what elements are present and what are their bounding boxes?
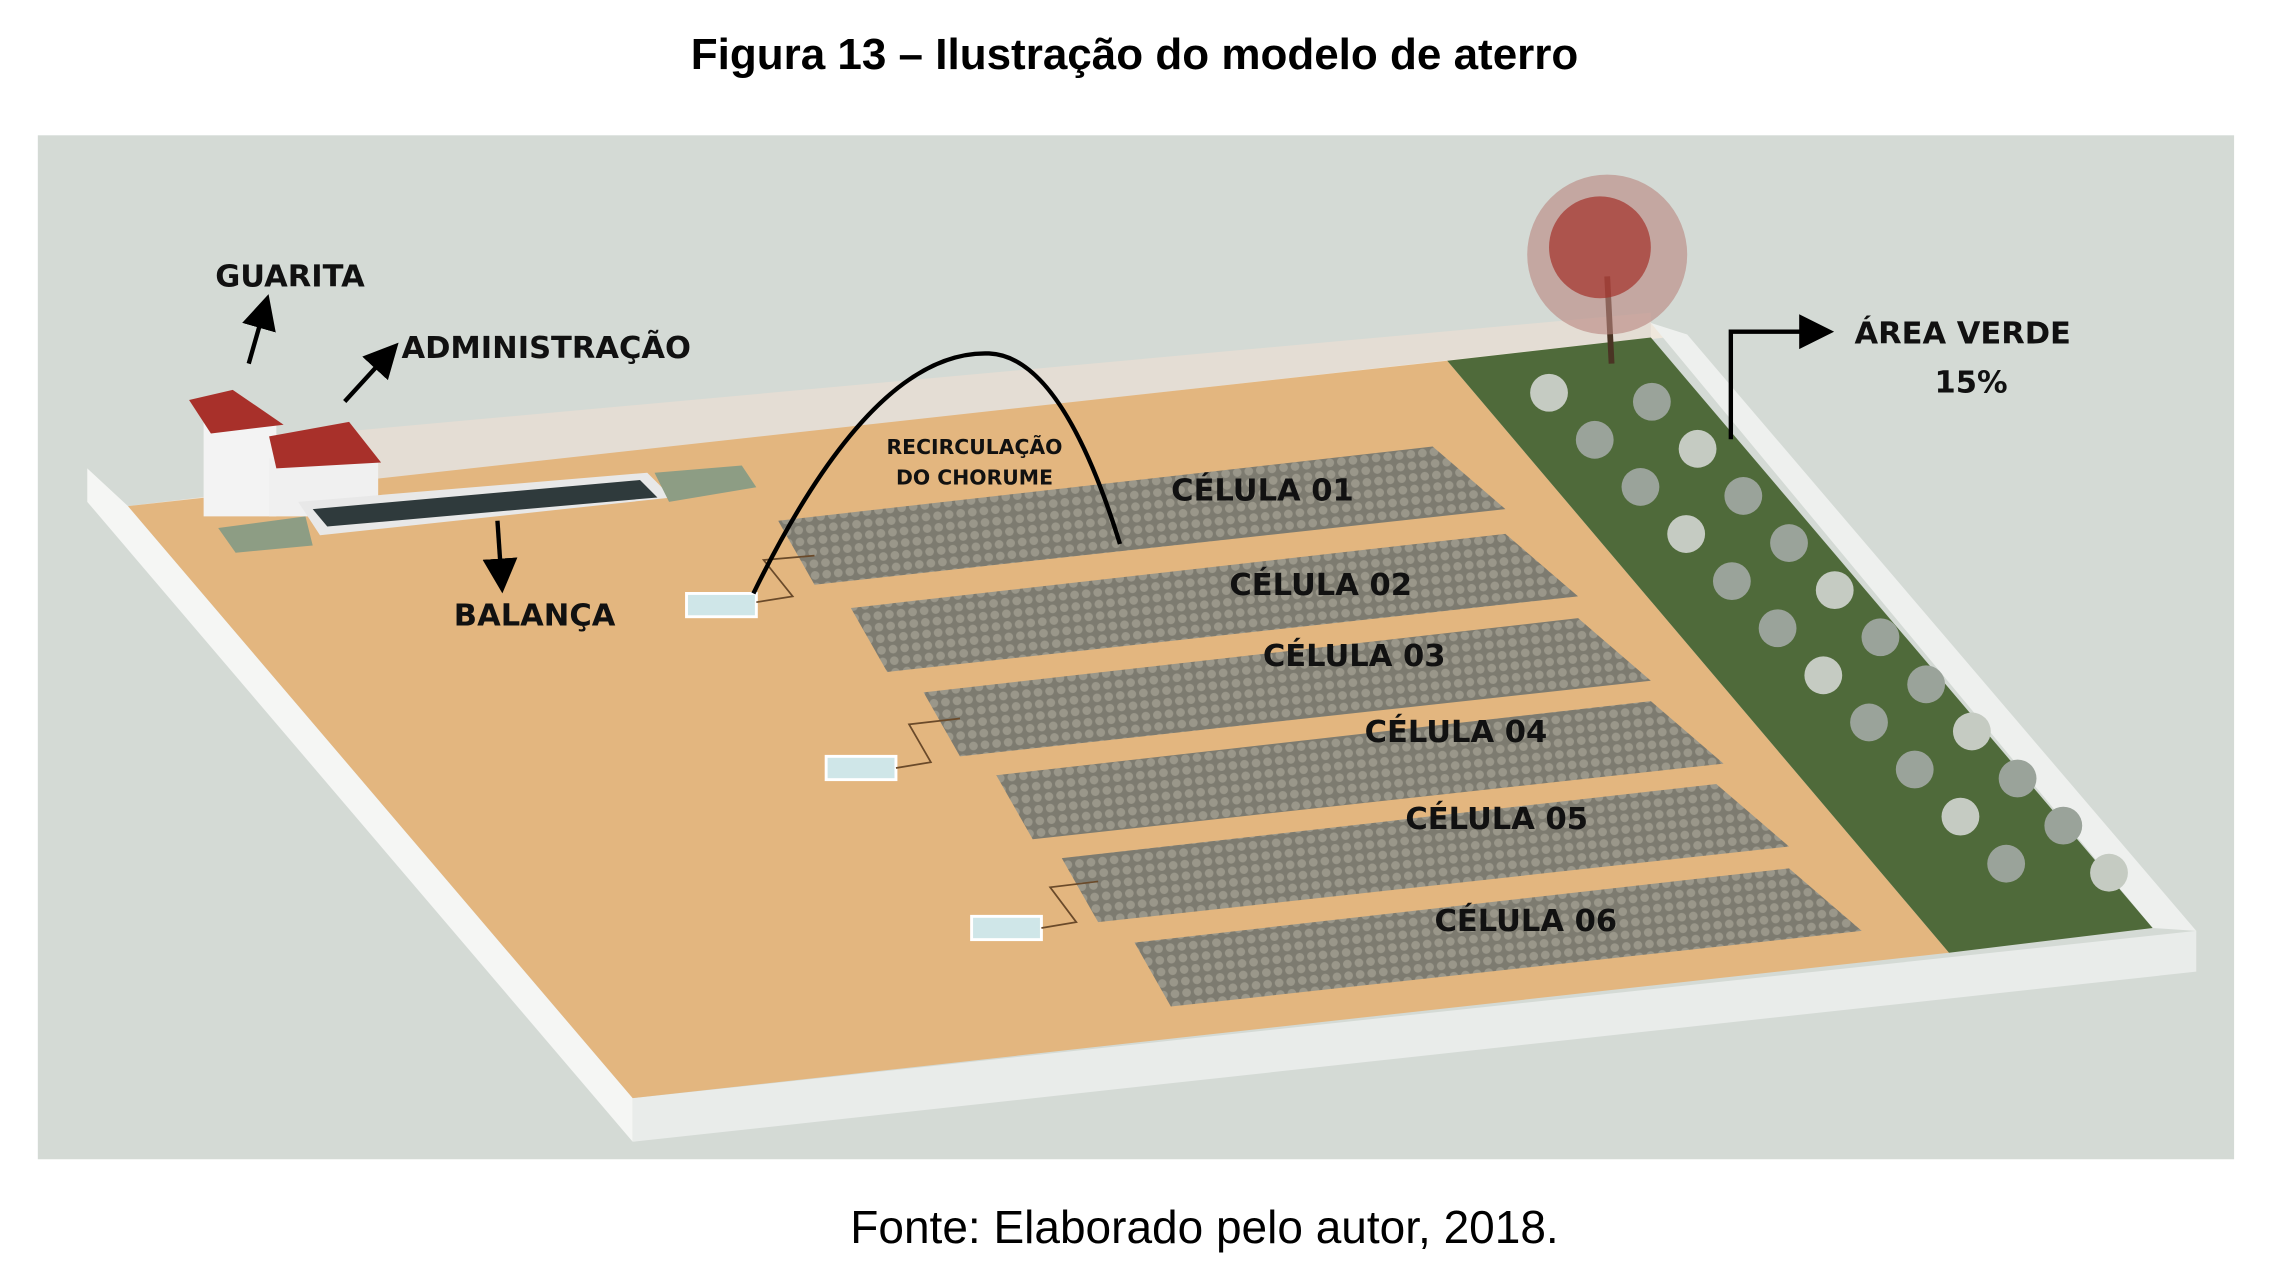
shrub bbox=[1530, 373, 1568, 412]
shrub bbox=[1667, 515, 1706, 553]
pond-1 bbox=[685, 592, 758, 619]
cell-label: CÉLULA 02 bbox=[1229, 567, 1412, 603]
landfill-cell-6 bbox=[1134, 868, 1862, 1007]
cell-label: CÉLULA 03 bbox=[1263, 638, 1446, 674]
cell-label: CÉLULA 04 bbox=[1365, 714, 1548, 750]
label-balanca: BALANÇA bbox=[454, 598, 616, 633]
shrub bbox=[1952, 712, 1991, 751]
shrub bbox=[1621, 468, 1660, 506]
administration-building bbox=[189, 389, 382, 517]
shrub bbox=[2090, 853, 2128, 892]
administracao-arrow bbox=[343, 342, 399, 403]
balanca-arrow bbox=[482, 520, 518, 594]
leachate-ponds bbox=[685, 592, 1043, 942]
figure-source: Fonte: Elaborado pelo autor, 2018. bbox=[850, 1201, 1559, 1253]
shrub bbox=[1861, 618, 1900, 657]
platform-front-side bbox=[632, 930, 2197, 1142]
scale-platform bbox=[218, 465, 757, 553]
landfill-cell-3 bbox=[923, 618, 1651, 757]
shrub bbox=[1678, 429, 1717, 468]
cell-label: CÉLULA 01 bbox=[1171, 472, 1354, 508]
vegetation bbox=[1530, 373, 2128, 892]
area-verde-arrow bbox=[1728, 314, 1835, 440]
shrub bbox=[1998, 759, 2037, 798]
guarita-arrow bbox=[242, 294, 276, 365]
shrub bbox=[1815, 571, 1854, 610]
figure-title: Figura 13 – Ilustração do modelo de ater… bbox=[690, 30, 1579, 79]
label-recirculacao-1: RECIRCULAÇÃO bbox=[887, 434, 1063, 459]
cell-label: CÉLULA 05 bbox=[1405, 801, 1588, 837]
label-administracao: ADMINISTRAÇÃO bbox=[401, 329, 691, 366]
landfill-cell-4 bbox=[996, 701, 1724, 840]
drain-pipes bbox=[756, 554, 1099, 929]
landfill-cell-2 bbox=[850, 533, 1579, 672]
pond-3 bbox=[970, 914, 1043, 942]
shrub bbox=[1632, 382, 1671, 421]
shrub bbox=[1758, 609, 1797, 648]
shrub bbox=[1770, 524, 1808, 562]
shrub bbox=[1895, 750, 1934, 789]
label-area-verde: ÁREA VERDE bbox=[1854, 315, 2070, 351]
landfill-cell-5 bbox=[1061, 783, 1790, 923]
shrub bbox=[1941, 797, 1980, 836]
label-area-verde-pct: 15% bbox=[1934, 366, 2007, 401]
shrub bbox=[1987, 844, 2026, 883]
shrub bbox=[2044, 806, 2083, 845]
recirculation-arc bbox=[751, 351, 1123, 595]
shrub bbox=[1724, 477, 1763, 515]
label-recirculacao-2: DO CHORUME bbox=[896, 465, 1053, 489]
landfill-cell-1 bbox=[778, 446, 1506, 585]
annotation-arrows bbox=[242, 294, 1835, 595]
platform-right-rim bbox=[1650, 322, 2197, 931]
label-guarita: GUARITA bbox=[215, 260, 365, 295]
platform-left-side bbox=[87, 468, 633, 1142]
back-wall-shade bbox=[290, 312, 1651, 481]
pond-2 bbox=[824, 754, 898, 782]
shrub bbox=[1712, 562, 1751, 601]
red-tree bbox=[1527, 174, 1688, 364]
shrub bbox=[1850, 703, 1888, 742]
shrub bbox=[1804, 656, 1843, 695]
cell-label: CÉLULA 06 bbox=[1434, 903, 1617, 939]
shrub bbox=[1575, 420, 1614, 459]
shrub bbox=[1907, 665, 1946, 704]
